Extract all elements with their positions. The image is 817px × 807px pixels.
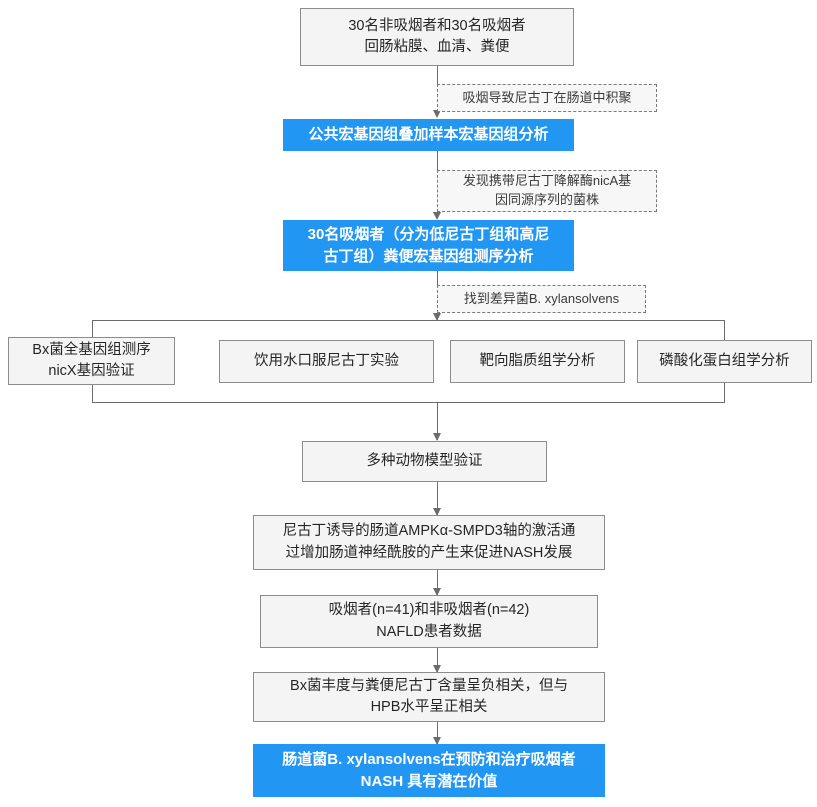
node-branch-lipidomics[interactable]: 靶向脂质组学分析 [450,340,625,383]
arrowhead-patient-to-correlation [433,665,441,673]
branch-split-bar [92,320,725,321]
connector-mechanism-to-patient [437,570,438,595]
arrowhead-animal-to-mechanism [433,508,441,516]
arrowhead-public-to-smoker [433,212,441,220]
node-mechanism[interactable]: 尼古丁诱导的肠道AMPKα-SMPD3轴的激活通 过增加肠道神经酰胺的产生来促进… [253,515,605,570]
node-conclusion[interactable]: 肠道菌B. xylansolvens在预防和治疗吸烟者 NASH 具有潜在价值 [253,744,605,797]
node-branch-oral-nicotine[interactable]: 饮用水口服尼古丁实验 [219,340,434,383]
arrowhead-smoker-to-branch [433,313,441,321]
arrowhead-cohort-to-public [433,110,441,118]
node-smoker-metagenome[interactable]: 30名吸烟者（分为低尼古丁组和高尼 古丁组）粪便宏基因组测序分析 [283,220,574,271]
node-branch-phosphoproteomics[interactable]: 磷酸化蛋白组学分析 [637,340,812,383]
node-correlation[interactable]: Bx菌丰度与粪便尼古丁含量呈负相关，但与 HPB水平呈正相关 [253,672,605,722]
node-cohort[interactable]: 30名非吸烟者和30名吸烟者 回肠粘膜、血清、粪便 [300,8,574,66]
connector-correlation-to-conclusion [437,722,438,744]
connector-branch-to-animal [437,402,438,440]
connector-animal-to-mechanism [437,482,438,515]
arrowhead-branch-to-animal [433,433,441,441]
arrowhead-correlation-to-conclusion [433,737,441,745]
node-public-metagenome[interactable]: 公共宏基因组叠加样本宏基因组分析 [283,119,574,151]
node-animal-models[interactable]: 多种动物模型验证 [302,441,547,482]
connector-patient-to-correlation [437,648,438,672]
note-bx-found[interactable]: 找到差异菌B. xylansolvens [437,285,646,313]
node-patient-data[interactable]: 吸烟者(n=41)和非吸烟者(n=42) NAFLD患者数据 [260,595,598,648]
branch-merge-bar [92,402,725,403]
note-nicotine-accumulation[interactable]: 吸烟导致尼古丁在肠道中积聚 [437,84,657,112]
node-branch-wgs[interactable]: Bx菌全基因组测序 nicX基因验证 [8,337,175,385]
note-nica-strains[interactable]: 发现携带尼古丁降解酶nicA基 因同源序列的菌株 [437,170,657,212]
arrowhead-mechanism-to-patient [433,588,441,596]
